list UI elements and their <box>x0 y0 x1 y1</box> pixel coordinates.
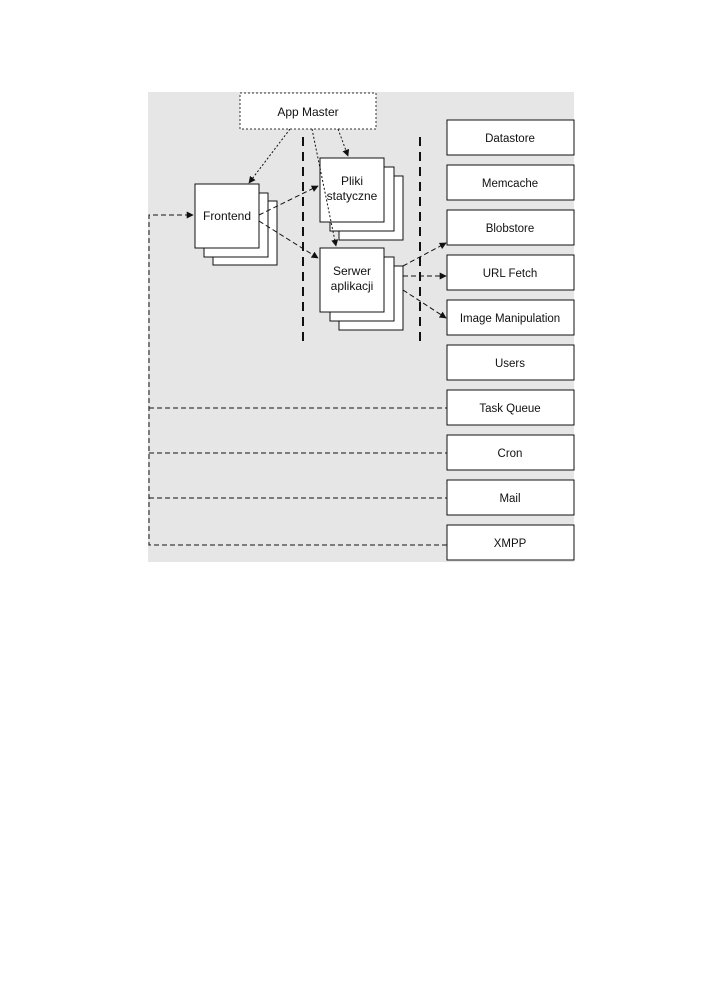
service-label: Mail <box>499 493 520 505</box>
service-mail: Mail <box>446 479 575 516</box>
static-files-node: Pliki statyczne <box>319 157 404 241</box>
frontend-node: Frontend <box>194 183 278 266</box>
service-image-manipulation: Image Manipulation <box>446 299 575 336</box>
service-label: Memcache <box>482 178 538 190</box>
service-label: Cron <box>498 448 523 460</box>
service-cron: Cron <box>446 434 575 471</box>
service-label: Blobstore <box>486 223 535 235</box>
app-master-node: App Master <box>239 92 377 130</box>
service-task-queue: Task Queue <box>446 389 575 426</box>
service-label: URL Fetch <box>483 268 538 280</box>
service-label: Task Queue <box>479 403 540 415</box>
service-label: Datastore <box>485 133 535 145</box>
service-blobstore: Blobstore <box>446 209 575 246</box>
arrow-master-to-frontend <box>248 128 291 184</box>
service-xmpp: XMPP <box>446 524 575 561</box>
app-server-label-line1: Serwer <box>333 264 371 278</box>
service-label: Image Manipulation <box>460 313 560 325</box>
static-files-label-line1: Pliki <box>341 174 363 188</box>
static-files-label-line2: statyczne <box>327 189 378 203</box>
app-server-node: Serwer aplikacji <box>319 247 404 331</box>
arrow-master-to-static <box>337 128 350 157</box>
feedback-line-to-frontend <box>148 211 447 546</box>
service-label: XMPP <box>494 538 527 550</box>
service-datastore: Datastore <box>446 119 575 156</box>
arrow-frontend-to-static <box>258 185 319 216</box>
frontend-label: Frontend <box>203 209 251 223</box>
service-users: Users <box>446 344 575 381</box>
service-label: Users <box>495 358 525 370</box>
arrow-appserver-to-image <box>402 289 447 319</box>
arrow-appserver-to-blobstore <box>402 242 447 267</box>
app-server-label-line2: aplikacji <box>331 279 374 293</box>
arrow-frontend-to-appserver <box>258 220 319 259</box>
app-master-label: App Master <box>277 105 338 119</box>
service-memcache: Memcache <box>446 164 575 201</box>
service-url-fetch: URL Fetch <box>446 254 575 291</box>
